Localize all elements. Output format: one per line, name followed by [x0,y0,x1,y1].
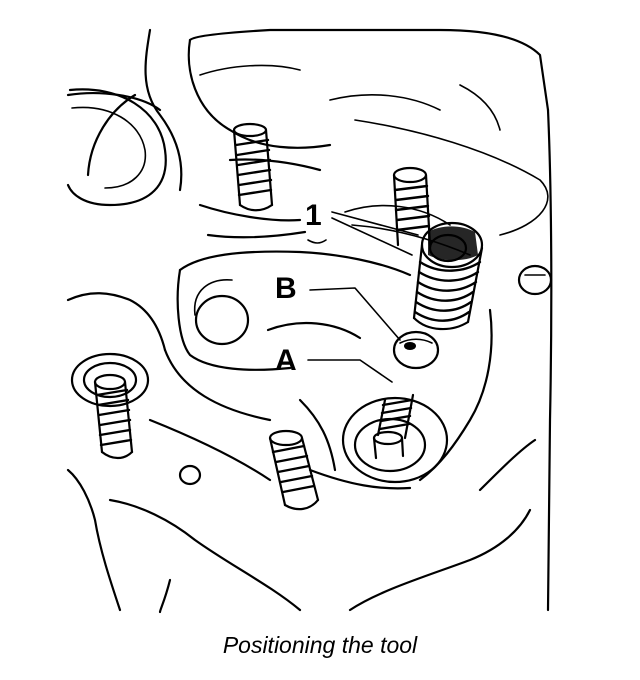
figure-caption: Positioning the tool [222,632,418,658]
label-1-underline [307,239,327,244]
left-opening [66,88,167,207]
housing-outline [66,28,553,614]
plate-hole [193,279,250,346]
tool-wire-loop [344,119,549,256]
engine-drawing: 1 B A [66,28,553,614]
leader-lines [307,211,419,383]
small-bore-right [517,264,553,296]
tool-part-a [392,330,440,370]
label-part-a: A [275,344,297,377]
label-part-1: 1 [305,199,322,232]
central-plate [148,158,493,490]
tool-part-spring [412,221,484,331]
valve-boss [341,393,449,484]
stud-top-left [232,122,274,212]
stud-left-washer [70,352,150,460]
label-part-b: B [275,272,297,305]
stud-top-right [392,166,432,247]
small-bore-lower [178,464,202,486]
stud-bottom-middle [268,429,320,511]
